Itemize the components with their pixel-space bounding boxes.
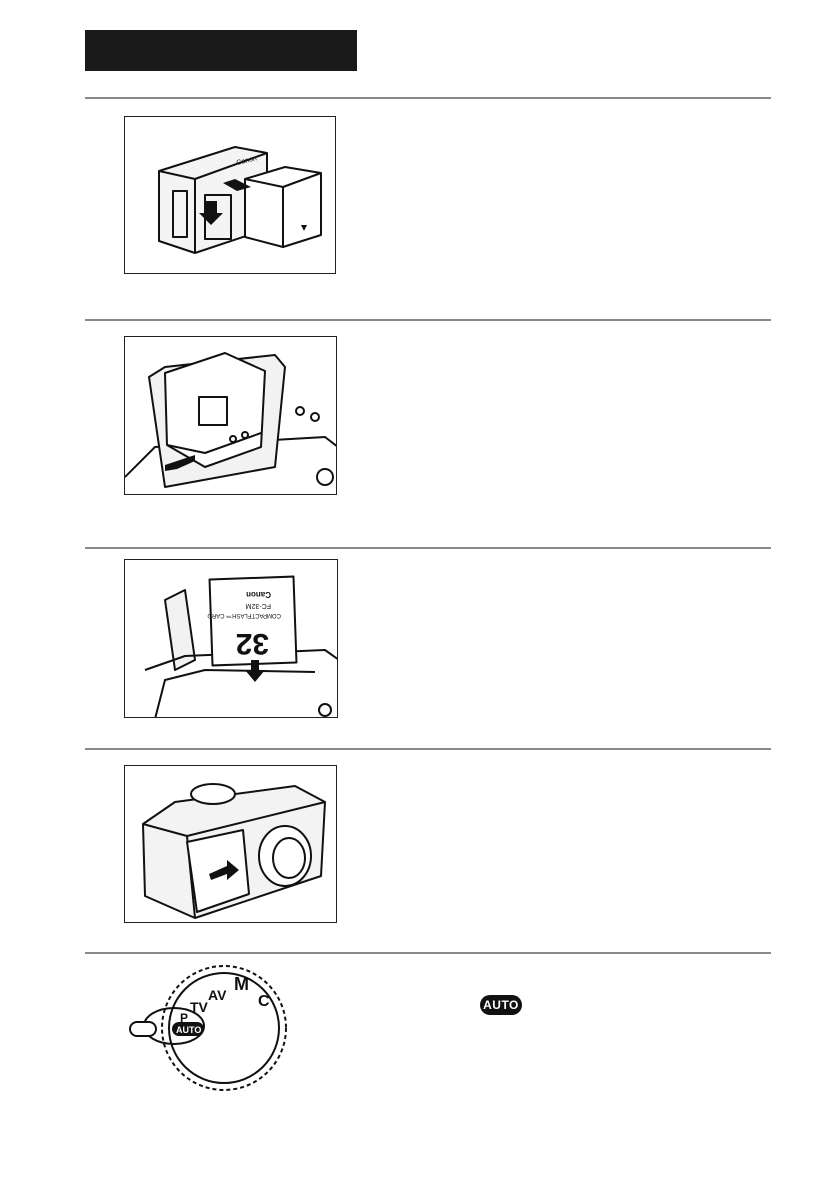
svg-text:32: 32 (236, 627, 269, 660)
divider-1 (85, 97, 771, 99)
svg-text:FC-32M: FC-32M (246, 602, 271, 609)
divider-4 (85, 748, 771, 750)
battery-compartment-illustration (124, 336, 337, 495)
svg-text:M: M (234, 974, 249, 994)
svg-text:Canon: Canon (236, 155, 258, 167)
svg-text:C: C (258, 993, 270, 1010)
auto-mode-icon: AUTO (480, 995, 522, 1015)
svg-text:AUTO: AUTO (176, 1025, 201, 1035)
svg-text:Canon: Canon (246, 590, 271, 599)
mode-dial-illustration: M C AV TV P AUTO (124, 960, 300, 1096)
divider-5 (85, 952, 771, 954)
battery-charger-illustration: Canon (124, 116, 336, 274)
svg-text:TV: TV (190, 999, 209, 1015)
camera-lens-cover-illustration (124, 765, 337, 923)
svg-text:COMPACTFLASH™ CARD: COMPACTFLASH™ CARD (207, 612, 281, 619)
divider-3 (85, 547, 771, 549)
section-header-bar (85, 30, 357, 71)
svg-text:AV: AV (208, 987, 227, 1003)
divider-2 (85, 319, 771, 321)
svg-text:P: P (180, 1011, 188, 1025)
cf-card-slot-illustration: 32 COMPACTFLASH™ CARD FC-32M Canon (124, 559, 338, 718)
